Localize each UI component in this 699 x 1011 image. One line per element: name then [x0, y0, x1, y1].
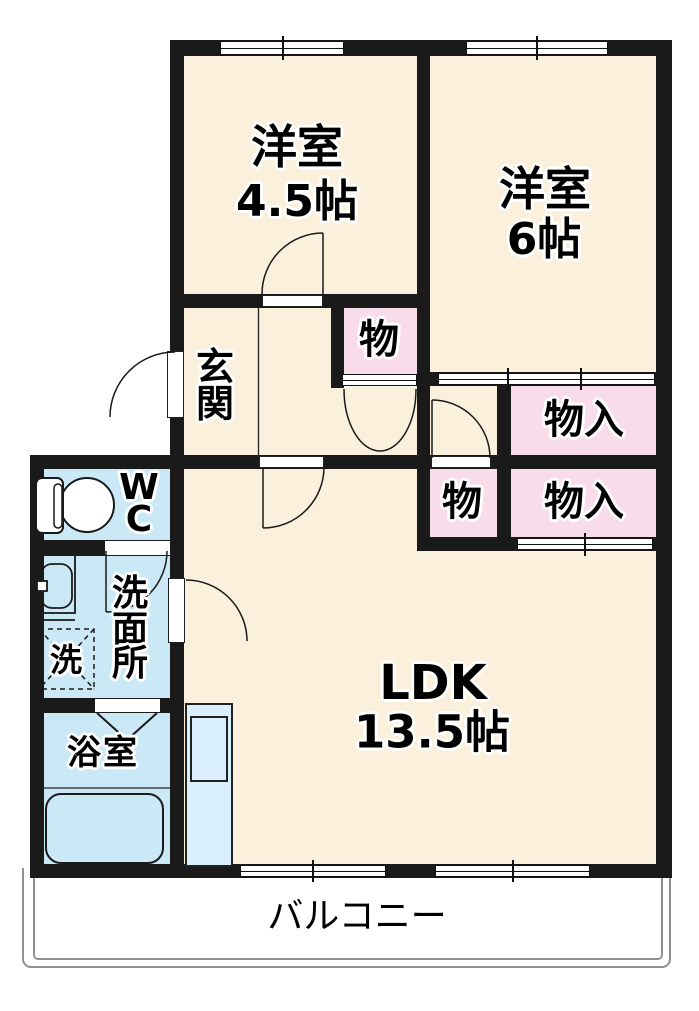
- closet-upper-right-label: 物入: [544, 397, 624, 443]
- wc-label-1: W: [119, 467, 159, 508]
- washroom-label-2: 面: [111, 609, 149, 650]
- sliding-door-room2-south: [438, 373, 655, 385]
- closet-top-area: [344, 308, 417, 375]
- genkan-label-1: 玄: [195, 345, 235, 389]
- balcony-rail-inner: [33, 868, 663, 960]
- ldk-size-label: 13.5帖: [353, 705, 511, 759]
- room2-size-label: 6帖: [506, 214, 582, 265]
- hallway-area: [344, 387, 417, 455]
- closet-mid-area: [430, 469, 497, 537]
- bathroom-door-opening: [95, 699, 160, 712]
- washer-label: 洗: [49, 641, 83, 679]
- sliding-window-top-left: [220, 41, 344, 55]
- washroom-door-leaf: [168, 578, 185, 643]
- genkan-label-2: 関: [195, 382, 235, 426]
- washroom-label-1: 洗: [111, 573, 149, 614]
- door-opening-corridor-closet: [431, 456, 491, 468]
- wc-label-2: C: [125, 499, 153, 540]
- room1-size-label: 4.5帖: [236, 176, 358, 227]
- room-western-6-area: [430, 56, 656, 372]
- sliding-window-bottom-left: [240, 865, 386, 877]
- washroom-label-3: 所: [111, 643, 149, 684]
- closet-lower-right-area: [511, 469, 656, 537]
- closet-top-label: 物: [359, 317, 399, 363]
- genkan-area: [184, 308, 344, 455]
- balcony-label: バルコニー: [267, 896, 447, 937]
- wc-door-opening: [105, 541, 170, 555]
- wall-mid-horizontal: [30, 455, 672, 469]
- bathroom-label: 浴室: [67, 733, 139, 773]
- wall-outer-left: [30, 455, 44, 878]
- closet-upper-right-area: [511, 385, 656, 455]
- sliding-door-closet-lower: [517, 538, 653, 550]
- room-western-4_5-area: [184, 56, 417, 294]
- sliding-door-closet-top: [342, 374, 417, 386]
- closet-mid-label: 物: [442, 479, 482, 525]
- balcony-rail-outer: [22, 868, 671, 968]
- front-door-leaf: [167, 351, 184, 418]
- door-opening-hall-ldk: [259, 456, 324, 468]
- closet-lower-right-label: 物入: [544, 479, 624, 525]
- room2-name-label: 洋室: [499, 162, 591, 216]
- ldk-name-label: LDK: [379, 655, 487, 711]
- sliding-window-bottom-right: [435, 865, 590, 877]
- door-opening-room1: [262, 295, 323, 307]
- wall-closet-top-left: [331, 294, 344, 388]
- sliding-window-top-right: [466, 41, 608, 55]
- wall-closet-divider: [497, 385, 511, 551]
- corridor-area: [430, 386, 497, 455]
- swing-door-entrance-icon: [109, 351, 176, 418]
- room1-name-label: 洋室: [251, 120, 343, 174]
